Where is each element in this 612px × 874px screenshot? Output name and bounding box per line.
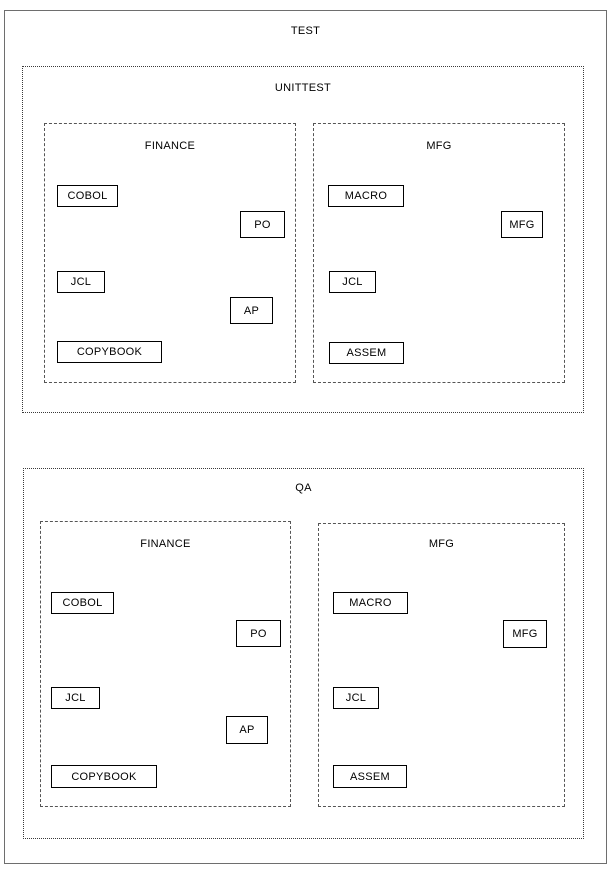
- application-container-qa-mfg: [318, 523, 565, 807]
- library-box-unittest-finance-po[interactable]: PO: [240, 211, 285, 238]
- library-box-unittest-mfg-mfg[interactable]: MFG: [501, 211, 543, 238]
- library-box-qa-finance-jcl[interactable]: JCL: [51, 687, 100, 709]
- library-box-unittest-mfg-macro[interactable]: MACRO: [328, 185, 404, 207]
- library-box-qa-mfg-macro[interactable]: MACRO: [333, 592, 408, 614]
- application-label-unittest-finance: FINANCE: [144, 140, 196, 152]
- library-box-unittest-finance-jcl[interactable]: JCL: [57, 271, 105, 293]
- library-box-qa-finance-ap[interactable]: AP: [226, 716, 268, 744]
- library-box-unittest-mfg-assem[interactable]: ASSEM: [329, 342, 404, 364]
- environment-container-unittest: [22, 66, 584, 413]
- application-container-qa-finance: [40, 521, 291, 807]
- environment-label-qa: QA: [295, 482, 312, 494]
- library-box-qa-finance-cobol[interactable]: COBOL: [51, 592, 114, 614]
- library-box-qa-mfg-jcl[interactable]: JCL: [333, 687, 379, 709]
- library-box-qa-finance-po[interactable]: PO: [236, 620, 281, 647]
- library-box-qa-mfg-mfg[interactable]: MFG: [503, 620, 547, 648]
- environment-label-unittest: UNITTEST: [274, 82, 332, 94]
- root-container-label: TEST: [290, 25, 321, 37]
- library-box-qa-mfg-assem[interactable]: ASSEM: [333, 765, 407, 788]
- root-container-test: [4, 10, 607, 864]
- application-label-qa-finance: FINANCE: [140, 538, 191, 550]
- application-label-unittest-mfg: MFG: [426, 140, 452, 152]
- library-box-unittest-mfg-jcl[interactable]: JCL: [329, 271, 376, 293]
- environment-container-qa: [23, 468, 584, 839]
- library-box-unittest-finance-copybook[interactable]: COPYBOOK: [57, 341, 162, 363]
- application-container-unittest-mfg: [313, 123, 565, 383]
- library-box-unittest-finance-ap[interactable]: AP: [230, 297, 273, 324]
- library-box-qa-finance-copybook[interactable]: COPYBOOK: [51, 765, 157, 788]
- library-box-unittest-finance-cobol[interactable]: COBOL: [57, 185, 118, 207]
- application-container-unittest-finance: [44, 123, 296, 383]
- application-label-qa-mfg: MFG: [428, 538, 455, 550]
